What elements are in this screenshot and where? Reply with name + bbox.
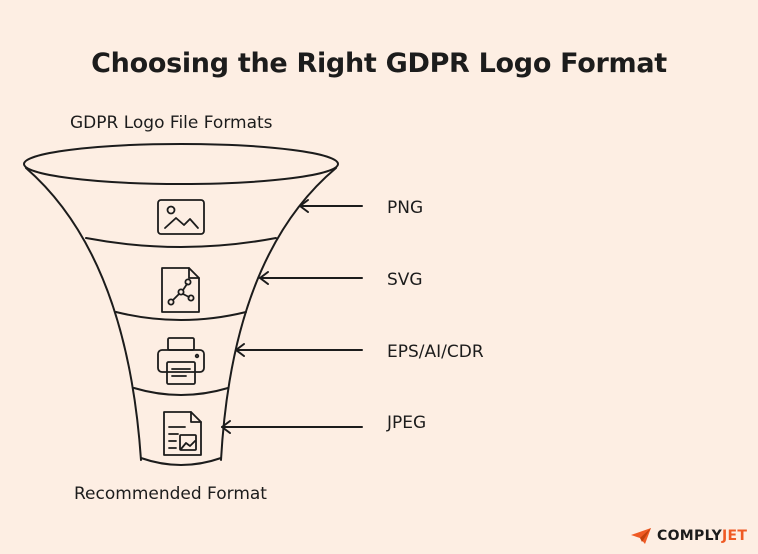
- document-image-icon: [163, 411, 202, 456]
- funnel-divider-1: [85, 237, 277, 248]
- vector-file-icon: [161, 267, 200, 313]
- brand-name-prefix: COMPLY: [657, 528, 723, 544]
- format-label-jpeg: JPEG: [387, 413, 427, 433]
- funnel-divider-2: [115, 311, 247, 321]
- format-label-svg: SVG: [387, 270, 423, 290]
- arrow-png: [299, 199, 363, 213]
- paper-plane-icon: [631, 528, 651, 544]
- arrow-jpeg: [221, 420, 363, 434]
- funnel-left-wall: [25, 167, 142, 461]
- arrow-eps: [235, 343, 363, 357]
- brand-name-suffix: JET: [722, 528, 748, 544]
- brand-name: COMPLYJET: [657, 528, 747, 544]
- funnel-top-label: GDPR Logo File Formats: [70, 113, 273, 133]
- funnel-rim: [23, 143, 339, 185]
- arrow-svg: [259, 271, 363, 285]
- format-label-png: PNG: [387, 198, 424, 218]
- funnel-bottom: [140, 457, 222, 466]
- printer-icon: [157, 337, 205, 385]
- format-label-eps: EPS/AI/CDR: [387, 342, 484, 362]
- funnel-bottom-label: Recommended Format: [74, 484, 267, 504]
- page-title: Choosing the Right GDPR Logo Format: [91, 48, 667, 79]
- brand-logo: COMPLYJET: [630, 527, 747, 545]
- funnel-right-wall: [220, 167, 337, 461]
- funnel-divider-3: [133, 387, 229, 396]
- image-icon: [157, 199, 205, 235]
